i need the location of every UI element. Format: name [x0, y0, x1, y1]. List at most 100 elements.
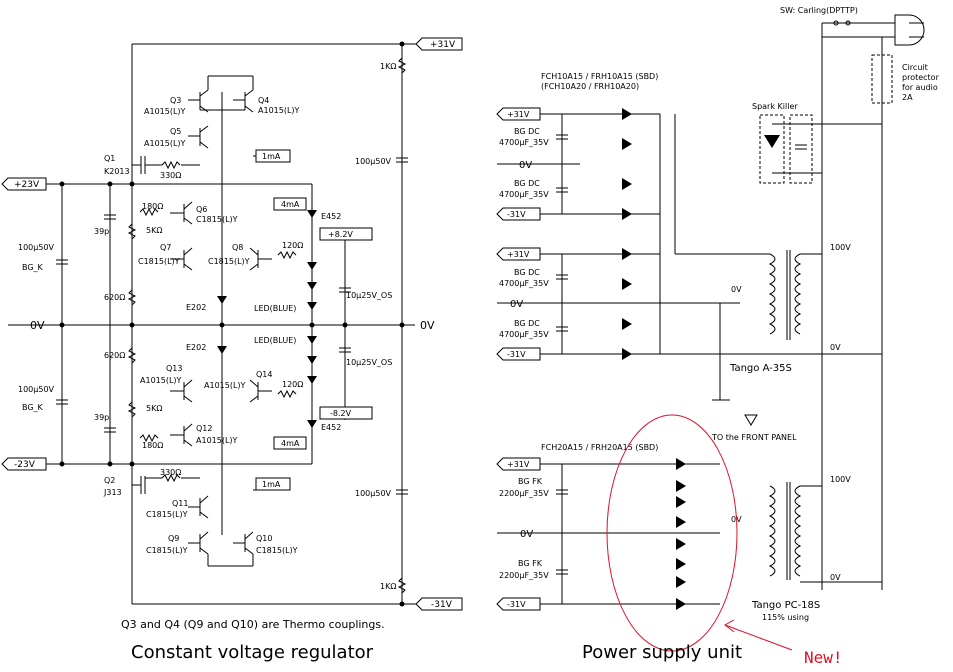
q9-type: C1815(L)Y [146, 546, 188, 555]
led-chain-bottom [307, 336, 317, 384]
psu-tag-a-m31: -31V [496, 207, 541, 221]
bg1: BG DC [514, 127, 540, 136]
cos-top-label: 10μ25V_OS [346, 291, 392, 300]
r120-top-label: 120Ω [282, 241, 303, 250]
regulator-caption: Constant voltage regulator [131, 642, 374, 663]
usage-label: 115% using [762, 613, 809, 622]
r5k-top-label: 5KΩ [146, 226, 162, 235]
tango-pc18s-label: Tango PC-18S [751, 600, 820, 611]
psu-tag-c-m31: -31V [496, 597, 541, 611]
bg4: BG DC [514, 319, 540, 328]
sbd1-label: FCH10A15 / FRH10A15 (SBD) [541, 72, 658, 81]
psu-caption: Power supply unit [582, 642, 742, 663]
rail-tag-plus8v2: +8.2V [319, 227, 373, 241]
front-panel-label: TO the FRONT PANEL [711, 433, 797, 442]
transistor-q14 [249, 379, 272, 403]
q8-type: C1815(L)Y [208, 257, 250, 266]
bgk-top-label: BG_K [22, 263, 44, 272]
new-label: New! [804, 648, 843, 667]
transistor-q10 [233, 531, 254, 555]
regulator-circuit: +31V +23V -23V -31V 0V 0V 1KΩ 1KΩ 100μ50… [1, 37, 463, 663]
fk2: BG FK [518, 559, 543, 568]
psu-tag-c-p31: +31V [496, 457, 541, 471]
transistor-q12 [170, 423, 193, 447]
transistor-q11 [188, 495, 209, 519]
q12-label: Q12 [196, 424, 212, 433]
q9-label: Q9 [168, 534, 179, 543]
q4-type: A1015(L)Y [258, 106, 300, 115]
q11-type: C1815(L)Y [146, 510, 188, 519]
cp-line1: Circuit [902, 63, 928, 72]
bgk-top-value: 100μ50V [18, 243, 55, 252]
cp-line2: protector [902, 73, 940, 82]
led-blue-top-label: LED(BLUE) [254, 304, 296, 313]
bgk-bottom-label: BG_K [22, 403, 44, 412]
t0v-a: 0V [830, 343, 841, 352]
q3-label: Q3 [170, 96, 181, 105]
spark-killer-label: Spark Killer [752, 102, 798, 111]
q10-type: C1815(L)Y [256, 546, 298, 555]
e452-bottom-label: E452 [321, 423, 341, 432]
rail-tag-minus23: -23V [1, 457, 47, 471]
current-tag-4ma-bottom: 4mA [273, 436, 307, 450]
svg-text:-31V: -31V [431, 600, 453, 610]
mains-plug [894, 14, 925, 46]
svg-text:+31V: +31V [507, 110, 530, 119]
r620-top-label: 620Ω [104, 293, 125, 302]
led-chain-top [307, 262, 317, 310]
c39p-top-label: 39p [94, 227, 109, 236]
q10-label: Q10 [256, 534, 272, 543]
ground-label-left: 0V [30, 319, 45, 332]
new-highlight-ellipse [606, 414, 738, 652]
q11-label: Q11 [172, 499, 188, 508]
thermo-note: Q3 and Q4 (Q9 and Q10) are Thermo coupli… [121, 618, 385, 631]
q14-type: A1015(L)Y [204, 381, 246, 390]
cp-line3: for audio [902, 83, 938, 92]
q4-label: Q4 [258, 96, 269, 105]
transformer-a35s [768, 250, 802, 340]
transistor-q2 [132, 476, 146, 494]
t100v-b: 100V [830, 475, 851, 484]
r330-top-label: 330Ω [160, 171, 181, 180]
fk1: BG FK [518, 477, 543, 486]
psu-tag-a-p31: +31V [496, 107, 541, 121]
transformer-pc18s [768, 482, 802, 580]
bg4v: 4700μF_35V [499, 330, 549, 339]
q12-type: A1015(L)Y [196, 436, 238, 445]
q8-label: Q8 [232, 243, 243, 252]
bg3v: 4700μF_35V [499, 279, 549, 288]
svg-text:+31V: +31V [507, 460, 530, 469]
bg3: BG DC [514, 268, 540, 277]
cos-bottom-label: 10μ25V_OS [346, 358, 392, 367]
svg-text:1mA: 1mA [262, 152, 281, 161]
svg-text:-31V: -31V [507, 600, 526, 609]
sbd1-alt-label: (FCH10A20 / FRH10A20) [541, 82, 639, 91]
ct0v-a: 0V [731, 285, 742, 294]
r620-bottom-label: 620Ω [104, 351, 125, 360]
ground-label-right: 0V [420, 319, 435, 332]
q5-type: A1015(L)Y [144, 139, 186, 148]
sbd2-label: FCH20A15 / FRH20A15 (SBD) [541, 443, 658, 452]
svg-text:+23V: +23V [14, 180, 40, 190]
psu-circuit: SW: Carling(DPTTP) Circuit protector for… [496, 6, 940, 667]
bgk-bottom-value: 100μ50V [18, 385, 55, 394]
rail-tag-plus31: +31V [415, 37, 463, 51]
bg2v: 4700μF_35V [499, 190, 549, 199]
q1-type: K2013 [104, 167, 130, 176]
cap-100u-bottom-label: 100μ50V [355, 489, 392, 498]
svg-text:1mA: 1mA [262, 480, 281, 489]
tango-a35s-label: Tango A-35S [729, 363, 792, 374]
diode-bridge-c [676, 458, 686, 610]
bank-a-0v: 0V [519, 160, 532, 171]
transistor-q3 [188, 89, 209, 113]
r1k-top-label: 1KΩ [380, 62, 396, 71]
svg-text:-31V: -31V [507, 350, 526, 359]
e452-top-label: E452 [321, 212, 341, 221]
svg-text:+31V: +31V [507, 250, 530, 259]
svg-text:-23V: -23V [14, 460, 36, 470]
q6-type: C1815(L)Y [196, 215, 238, 224]
transistor-q7 [170, 247, 193, 271]
q6-label: Q6 [196, 205, 207, 214]
r120-bottom-label: 120Ω [282, 380, 303, 389]
current-tag-4ma-top: 4mA [273, 197, 307, 211]
